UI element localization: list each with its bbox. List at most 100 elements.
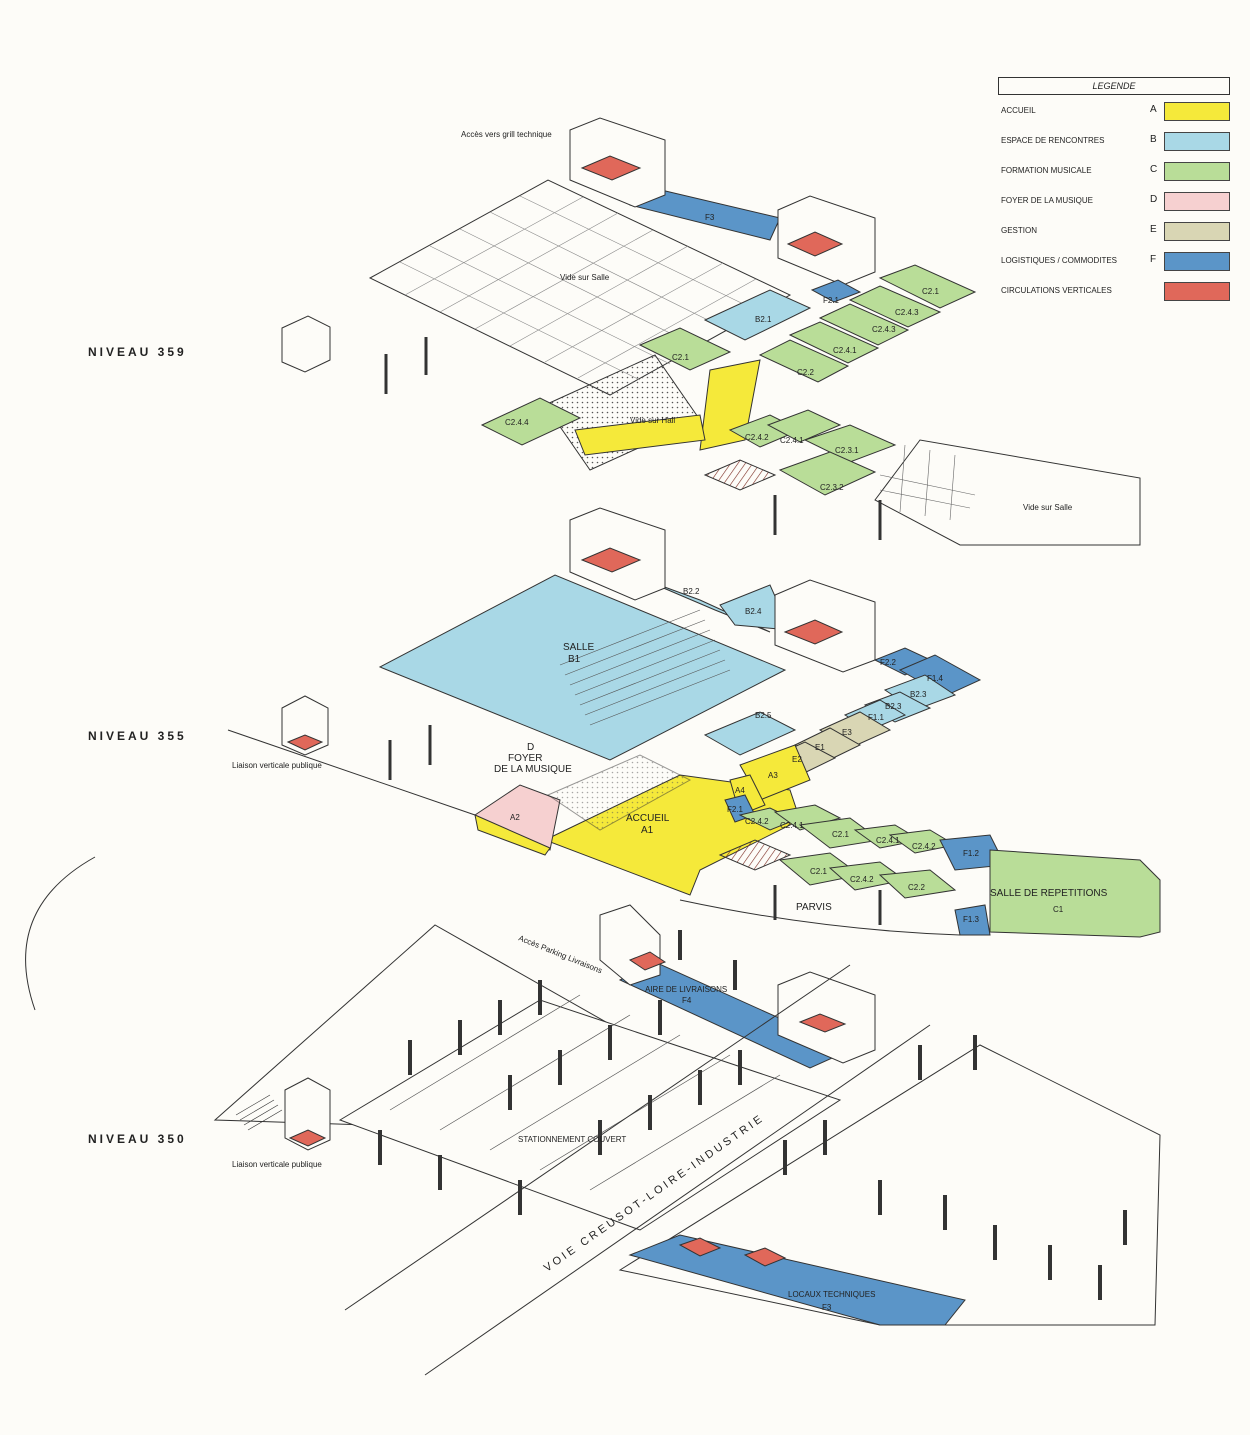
room-label: B2.5: [755, 711, 772, 720]
legend-swatch: [1164, 192, 1230, 211]
legend-label: FOYER DE LA MUSIQUE: [1001, 196, 1094, 205]
stair-tread: [798, 1013, 847, 1033]
legend-swatch: [1164, 162, 1230, 181]
room-label: PARVIS: [796, 902, 832, 913]
legend-label: LOGISTIQUES / COMMODITES: [1001, 256, 1118, 265]
room-label: DE LA MUSIQUE: [494, 764, 572, 775]
legend-code: F: [1150, 254, 1157, 265]
room-label: F4: [682, 996, 692, 1005]
liaison-cube-350: [284, 1077, 331, 1151]
legend-code: A: [1150, 104, 1157, 115]
stair-tower: [599, 904, 661, 986]
room-label: B2.1: [755, 315, 772, 324]
stair-hatched: [703, 459, 777, 491]
c243b-room: [818, 303, 910, 346]
legend-row: FOYER DE LA MUSIQUE D: [998, 185, 1230, 215]
room-label: E2: [792, 755, 802, 764]
legend-row: ESPACE DE RENCONTRES B: [998, 125, 1230, 155]
site-line: [227, 729, 476, 816]
legend: LEGENDE ACCUEIL A ESPACE DE RENCONTRES B…: [998, 77, 1230, 305]
room-label: E3: [842, 728, 852, 737]
room-label: B2.3: [910, 690, 927, 699]
c21-top-room: [878, 264, 977, 309]
foyer-dotted: [546, 754, 692, 831]
legend-label: CIRCULATIONS VERTICALES: [1001, 286, 1112, 295]
stair-tread: [580, 155, 642, 181]
room-label: C2.4.2: [745, 433, 769, 442]
legend-row: CIRCULATIONS VERTICALES: [998, 275, 1230, 305]
stair-tread: [580, 547, 642, 573]
room-label: C2.4.1: [780, 821, 804, 830]
level-label-355: NIVEAU 355: [88, 729, 187, 743]
room-label: Vide sur Salle: [560, 273, 610, 282]
b21-room: [703, 289, 812, 341]
accueil-bridge: [574, 414, 706, 456]
legend-title: LEGENDE: [998, 77, 1230, 95]
c232-room: [778, 451, 877, 496]
stair-tread: [783, 619, 844, 645]
room-label: C2.1: [810, 867, 827, 876]
site-curve: [25, 856, 96, 1011]
legend-row: GESTION E: [998, 215, 1230, 245]
room-label: F1.2: [963, 849, 980, 858]
c244-room: [480, 397, 582, 446]
legend-label: ACCUEIL: [1001, 106, 1036, 115]
room-label: C2.4.1: [876, 836, 900, 845]
legend-label: GESTION: [1001, 226, 1038, 235]
room-label: C2.4.4: [505, 418, 529, 427]
room-label: F1.4: [927, 674, 944, 683]
legend-code: D: [1150, 194, 1158, 205]
note-grill: Accès vers grill technique: [461, 130, 552, 139]
vide-sur-salle-right: [874, 439, 1141, 546]
note-liaison-350: Liaison verticale publique: [232, 1160, 322, 1169]
c241-mid-room: [773, 804, 842, 831]
legend-row: ACCUEIL A: [998, 95, 1230, 125]
room-label: C2.4.1: [780, 436, 804, 445]
stair-tread: [743, 1247, 787, 1267]
room-label: F1.3: [963, 915, 980, 924]
legend-swatch: [1164, 222, 1230, 241]
road-edge: [344, 964, 851, 1311]
legend-label: ESPACE DE RENCONTRES: [1001, 136, 1105, 145]
legend-swatch: [1164, 252, 1230, 271]
c21-hall-room: [638, 327, 732, 371]
room-label: B1: [568, 654, 581, 665]
c22-b-room: [878, 869, 957, 899]
c243-room: [848, 285, 942, 328]
level-label-350: NIVEAU 350: [88, 1132, 187, 1146]
legend-swatch: [1164, 132, 1230, 151]
room-label: C2.4.3: [872, 325, 896, 334]
f13-room: [954, 904, 991, 936]
room-label: C2.2: [908, 883, 925, 892]
room-label: B2.3: [885, 702, 902, 711]
room-label: LOCAUX TECHNIQUES: [788, 1290, 875, 1299]
stair-tread: [628, 951, 667, 971]
note-liaison-355: Liaison verticale publique: [232, 761, 322, 770]
room-label: C2.2: [797, 368, 814, 377]
legend-code: B: [1150, 134, 1157, 145]
legend-row: LOGISTIQUES / COMMODITES F: [998, 245, 1230, 275]
room-label: A3: [768, 771, 778, 780]
room-label: A1: [641, 825, 654, 836]
room-label: SALLE DE REPETITIONS: [990, 888, 1108, 899]
room-label: STATIONNEMENT COUVERT: [518, 1135, 626, 1144]
room-label: C2.3.1: [835, 446, 859, 455]
room-label: C2.1: [922, 287, 939, 296]
road-edge: [424, 1024, 931, 1376]
room-label: F3: [822, 1303, 832, 1312]
stair-hatched: [718, 839, 792, 871]
room-label: B2.2: [683, 587, 700, 596]
room-label: C1: [1053, 905, 1064, 914]
level-359: [281, 117, 1141, 546]
salle-b1: [378, 574, 787, 761]
c241-top-room: [788, 321, 880, 364]
legend-code: C: [1150, 164, 1158, 175]
ramp-steps: [235, 1094, 283, 1131]
room-label: C2.4.1: [833, 346, 857, 355]
room-label: ACCUEIL: [626, 813, 670, 824]
stair-tread: [678, 1237, 722, 1257]
small-cube: [281, 315, 331, 373]
room-label: F2.1: [727, 805, 744, 814]
room-label: SALLE: [563, 642, 594, 653]
